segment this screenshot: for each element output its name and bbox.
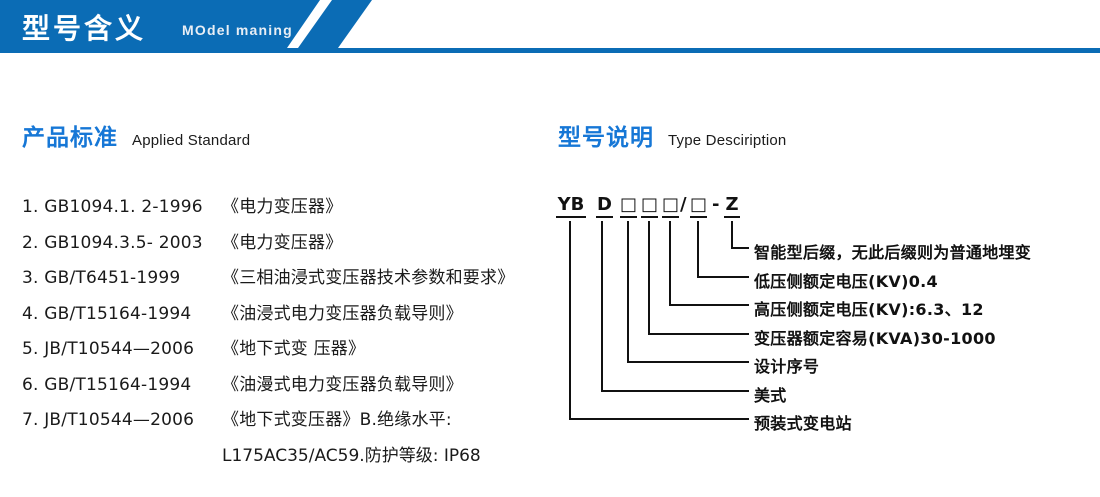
- banner-title-en: MOdel maning: [182, 22, 293, 38]
- leader-line-box-4: [697, 221, 749, 278]
- standard-name: 《电力变压器》: [222, 197, 343, 217]
- standards-heading-cn: 产品标准: [22, 125, 118, 151]
- standard-code: 3. GB/T6451-1999: [22, 268, 181, 288]
- leader-line-yb: [569, 221, 749, 420]
- annotation-label-low-voltage: 低压侧额定电压(KV)0.4: [754, 272, 938, 291]
- leader-line-box-2: [648, 221, 749, 335]
- type-heading-en: Type Desciription: [668, 132, 787, 149]
- code-segment-box-1: □: [620, 195, 637, 218]
- leader-line-box-1: [627, 221, 749, 363]
- banner-underline-rule: [0, 48, 1100, 53]
- standard-code: 7. JB/T10544—2006: [22, 410, 195, 430]
- page-banner: 型号含义 MOdel maning: [0, 0, 1100, 54]
- standards-list-item: 4. GB/T15164-1994 《油浸式电力变压器负载导则》: [22, 299, 562, 335]
- standard-code: 5. JB/T10544—2006: [22, 339, 195, 359]
- leader-line-z: [731, 221, 749, 249]
- standard-code: 1. GB1094.1. 2-1996: [22, 197, 203, 217]
- code-segment-box-4: □: [690, 195, 707, 218]
- banner-shape-primary: [0, 0, 320, 48]
- standards-heading-en: Applied Standard: [132, 132, 251, 149]
- standards-list-item: 1. GB1094.1. 2-1996 《电力变压器》: [22, 192, 562, 228]
- type-heading-cn: 型号说明: [558, 125, 654, 151]
- type-section-heading: 型号说明 Type Desciription: [558, 118, 786, 152]
- annotation-label-american-type: 美式: [754, 386, 787, 405]
- code-segment-z: Z: [724, 195, 740, 218]
- code-segment-d: D: [596, 195, 613, 218]
- standards-continuation-line: L175AC35/AC59.防护等级: IP68: [222, 445, 481, 466]
- code-segment-box-3: □: [662, 195, 679, 218]
- standards-list-item: 7. JB/T10544—2006 《地下式变压器》B.绝缘水平:: [22, 405, 562, 441]
- standards-section-heading: 产品标准 Applied Standard: [22, 118, 250, 152]
- standard-name: 《电力变压器》: [222, 232, 343, 253]
- annotation-label-smart-suffix: 智能型后缀，无此后缀则为普通地埋变: [754, 243, 1032, 262]
- standard-code: 4. GB/T15164-1994: [22, 303, 192, 324]
- annotation-label-high-voltage: 高压侧额定电压(KV):6.3、12: [754, 300, 984, 319]
- standards-list-item: 5. JB/T10544—2006 《地下式变 压器》: [22, 334, 562, 370]
- standards-list: 1. GB1094.1. 2-1996 《电力变压器》 2. GB1094.3.…: [22, 192, 562, 476]
- standard-name: 《地下式变 压器》: [222, 339, 366, 359]
- standards-list-item: 3. GB/T6451-1999 《三相油浸式变压器技术参数和要求》: [22, 263, 562, 299]
- standards-list-item: 2. GB1094.3.5- 2003 《电力变压器》: [22, 228, 562, 264]
- code-separator-slash: /: [680, 194, 687, 215]
- standard-name: 《油浸式电力变压器负载导则》: [222, 303, 463, 324]
- annotation-label-rated-capacity: 变压器额定容易(KVA)30-1000: [754, 329, 996, 348]
- leader-line-d: [601, 221, 749, 392]
- standard-code: 2. GB1094.3.5- 2003: [22, 232, 203, 253]
- standards-list-item: 6. GB/T15164-1994 《油漫式电力变压器负载导则》: [22, 370, 562, 406]
- annotation-label-design-serial: 设计序号: [754, 357, 820, 376]
- code-separator-dash: -: [712, 194, 720, 215]
- code-segment-yb: YB: [556, 195, 586, 218]
- banner-title-cn: 型号含义: [22, 12, 147, 45]
- leader-line-box-3: [669, 221, 749, 306]
- code-segment-box-2: □: [641, 195, 658, 218]
- standard-name: 《油漫式电力变压器负载导则》: [222, 374, 463, 395]
- standard-name: 《三相油浸式变压器技术参数和要求》: [222, 268, 515, 288]
- standard-code: 6. GB/T15164-1994: [22, 374, 192, 395]
- annotation-label-prefab-substation: 预装式变电站: [754, 414, 852, 433]
- standard-name: 《地下式变压器》B.绝缘水平:: [222, 410, 452, 430]
